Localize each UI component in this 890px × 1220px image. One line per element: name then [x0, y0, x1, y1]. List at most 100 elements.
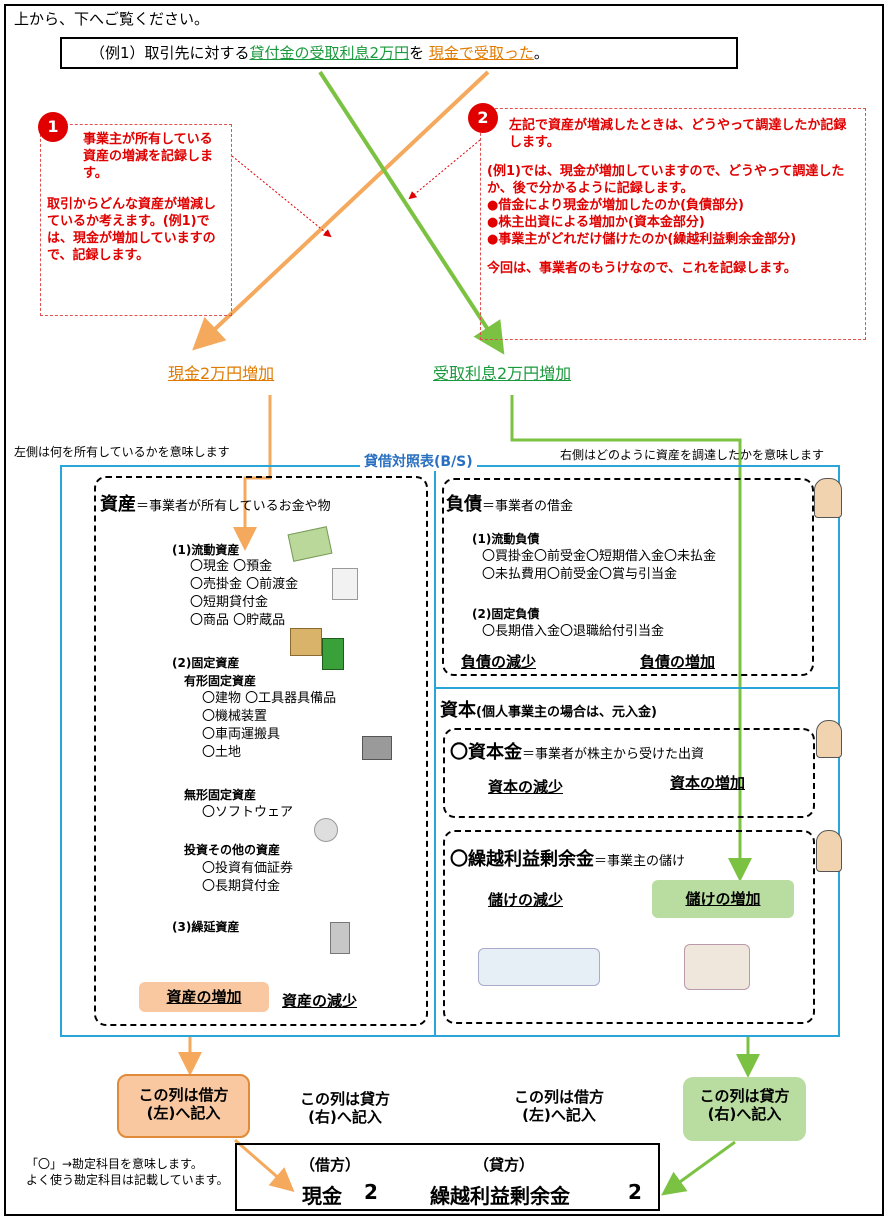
debit-column-note-2: この列は借方 (左)へ記入	[494, 1088, 624, 1124]
journal-debit-account: 現金	[302, 1184, 342, 1208]
list-item: 〇短期貸付金	[190, 595, 269, 610]
note2-line1: 左記で資産が増減したときは、どうやって調達したか記録します。	[509, 118, 847, 150]
stock-heading: 〇資本金＝事業者が株主から受けた出資	[450, 738, 704, 764]
right-caption: 右側はどのように資産を調達したかを意味します	[560, 448, 825, 462]
retained-title: 〇繰越利益剰余金	[450, 849, 594, 870]
liab-increase-label: 負債の増加	[640, 653, 716, 671]
journal-credit-label: （貸方）	[474, 1156, 535, 1174]
bs-title: 貸借対照表(B/S)	[360, 451, 477, 471]
bs-center-divider	[434, 467, 436, 1035]
footnote: 「〇」→勘定科目を意味します。 よく使う勘定科目は記載しています。	[26, 1156, 228, 1188]
note1-badge: 1	[38, 112, 68, 142]
current-liab-list: 〇買掛金〇前受金〇短期借入金〇未払金 〇未払費用〇前受金〇賞与引当金	[482, 548, 716, 584]
note2-line2: (例1)では、現金が増加していますので、どうやって調達したか、後で分かるように記…	[487, 164, 845, 196]
outer-frame	[4, 4, 884, 1216]
intangible-title: 無形固定資産	[184, 788, 257, 802]
fixed-assets-title: (2)固定資産	[172, 656, 240, 670]
businessman-icon	[816, 830, 842, 872]
cash-to-current-assets	[233, 395, 272, 551]
note2-pointer	[408, 139, 481, 200]
note2-box: 左記で資産が増減したときは、どうやって調達したか記録します。 (例1)では、現金…	[480, 108, 866, 340]
interest-increase-label: 受取利息2万円増加	[433, 364, 572, 383]
list-item: 〇機械装置	[202, 709, 268, 724]
note1-box: 事業主が所有している資産の増減を記録します。 取引からどんな資産が増減しているか…	[40, 124, 232, 316]
capital-desc: (個人事業主の場合は、元入金)	[476, 705, 657, 720]
example-mid: を	[409, 44, 429, 62]
journal-credit-amount: 2	[628, 1180, 642, 1204]
interest-to-retained	[510, 395, 752, 882]
list-item: 〇投資有価証券	[202, 861, 294, 876]
stock-desc: ＝事業者が株主から受けた出資	[522, 747, 705, 762]
delivery-illustration-icon	[478, 948, 600, 986]
person-with-glasses-icon	[814, 478, 842, 518]
liab-decrease-label: 負債の減少	[461, 653, 537, 671]
journal-credit-account: 繰越利益剰余金	[430, 1184, 570, 1208]
col2-line2: (右)へ記入	[308, 1108, 382, 1126]
col4-to-journal	[661, 1140, 736, 1196]
cross-line-green	[318, 70, 505, 355]
assets-box	[94, 476, 428, 1026]
building-icon	[330, 922, 350, 954]
example-prefix: （例1）取引先に対する	[90, 44, 250, 62]
list-item: 〇車両運搬具	[202, 727, 281, 742]
binders-icon	[322, 638, 344, 670]
list-item: 〇売掛金 〇前渡金	[190, 577, 299, 592]
col1-line1: この列は借方	[138, 1086, 229, 1104]
current-assets-title: (1)流動資産	[172, 543, 240, 557]
fixed-liab-title: (2)固定負債	[472, 607, 540, 621]
stock-title: 〇資本金	[450, 742, 522, 763]
profit-decrease-label: 儲けの減少	[488, 891, 564, 909]
col4-line2: (右)へ記入	[707, 1105, 782, 1123]
machine-icon	[362, 736, 392, 760]
shop-illustration-icon	[684, 944, 750, 990]
intro-text: 上から、下へご覧ください。	[14, 10, 210, 28]
note2-line6: 今回は、事業者のもうけなので、これを記録します。	[487, 261, 797, 276]
assets-title: 資産	[100, 494, 136, 515]
asset-increase-label: 資産の増加	[139, 982, 269, 1012]
boxes-icon	[290, 628, 322, 656]
list-item: 〇買掛金〇前受金〇短期借入金〇未払金	[482, 549, 717, 564]
liabilities-heading: 負債＝事業者の借金	[446, 490, 573, 516]
footnote-line2: よく使う勘定科目は記載しています。	[26, 1173, 229, 1187]
example-box: （例1）取引先に対する貸付金の受取利息2万円を 現金で受取った。	[60, 37, 738, 69]
left-caption: 左側は何を所有しているかを意味します	[14, 445, 230, 459]
tangible-title: 有形固定資産	[184, 674, 257, 688]
debit-column-note-1: この列は借方 (左)へ記入	[117, 1074, 250, 1138]
credit-column-note-2: この列は貸方 (右)へ記入	[683, 1077, 806, 1141]
col3-line2: (左)へ記入	[522, 1106, 596, 1124]
stock-increase-label: 資本の増加	[670, 774, 746, 792]
document-icon	[332, 568, 358, 600]
journal-debit-label: （借方）	[300, 1156, 361, 1174]
intangible-list: 〇ソフトウェア	[202, 804, 293, 822]
note2-line5: ●事業主がどれだけ儲けたのか(繰越利益剰余金部分)	[487, 232, 797, 247]
liabilities-title: 負債	[446, 494, 482, 515]
stock-decrease-label: 資本の減少	[488, 778, 564, 796]
list-item: 〇商品 〇貯蔵品	[190, 613, 286, 628]
retained-heading: 〇繰越利益剰余金＝事業主の儲け	[450, 845, 685, 871]
cash-increase-label: 現金2万円増加	[168, 364, 275, 383]
list-item: 〇現金 〇預金	[190, 559, 273, 574]
retained-desc: ＝事業主の儲け	[594, 854, 686, 869]
example-cash: 現金で受取った	[428, 44, 534, 62]
profit-increase-label: 儲けの増加	[652, 880, 794, 918]
col1-to-journal	[234, 1138, 295, 1192]
capital-title: 資本	[440, 700, 476, 721]
journal-entry-box	[235, 1143, 660, 1211]
example-suffix: 。	[533, 44, 549, 62]
capital-heading: 資本(個人事業主の場合は、元入金)	[440, 696, 657, 722]
person-icon	[816, 720, 842, 758]
investment-list: 〇投資有価証券 〇長期貸付金	[202, 860, 293, 896]
current-liab-title: (1)流動負債	[472, 532, 540, 546]
software-disc-icon	[314, 818, 338, 842]
note1-pointer	[231, 155, 332, 238]
col4-line1: この列は貸方	[699, 1087, 790, 1105]
deferred-assets-title: (3)繰延資産	[172, 920, 240, 934]
cross-line-orange	[192, 70, 490, 351]
note2-badge: 2	[468, 103, 498, 133]
list-item: 〇土地	[202, 745, 242, 760]
note2-line4: ●株主出資による増加か(資本金部分)	[487, 215, 705, 230]
list-item: 〇建物 〇工具器具備品	[202, 691, 337, 706]
stock-capital-box	[443, 728, 815, 818]
col2-line1: この列は貸方	[299, 1090, 390, 1108]
